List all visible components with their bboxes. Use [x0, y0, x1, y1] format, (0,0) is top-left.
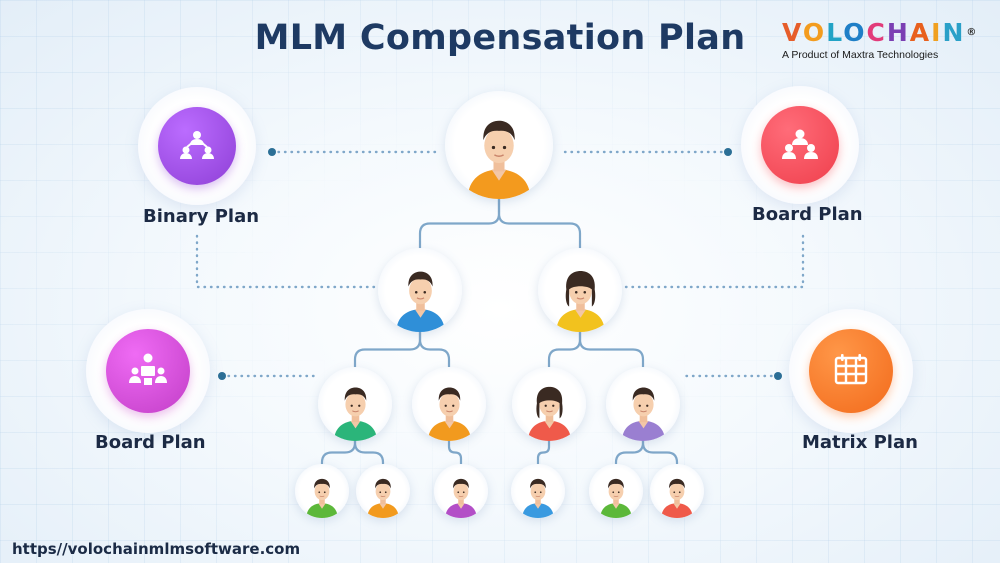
link-dot-board-bottom	[218, 372, 226, 380]
person-figure	[621, 387, 665, 441]
binary-network-icon-glyph	[180, 131, 214, 159]
tree-level4-avatar[interactable]	[589, 464, 643, 518]
brand-tagline: A Product of Maxtra Technologies	[782, 49, 939, 61]
matrix-grid-icon-glyph	[834, 354, 868, 385]
branch-l3-l4	[536, 439, 551, 466]
tree-level2-avatar[interactable]	[378, 248, 462, 332]
person-figure	[445, 478, 477, 518]
branch-l2-l3	[578, 330, 645, 369]
tree-level3-avatar[interactable]	[318, 367, 392, 441]
person-figure	[661, 478, 693, 518]
board-plan-label-bottom: Board Plan	[95, 432, 206, 453]
person-figure	[522, 478, 554, 518]
brand-logo: VOLOCHAIN® A Product of Maxtra Technolog…	[782, 18, 982, 61]
tree-level4-avatar[interactable]	[511, 464, 565, 518]
group-people-icon-glyph	[782, 129, 818, 159]
person-figure	[306, 478, 338, 518]
footer-url[interactable]: https//volochainmlmsoftware.com	[12, 540, 301, 558]
link-dot-board-top	[724, 148, 732, 156]
brand-name: VOLOCHAIN®	[782, 18, 977, 47]
matrix-grid-icon[interactable]	[809, 329, 893, 413]
branch-l3-l4	[447, 439, 463, 466]
person-figure	[427, 387, 471, 441]
branch-l3-l4	[353, 439, 385, 466]
branch-root-left	[418, 197, 501, 250]
board-meeting-icon[interactable]	[106, 329, 190, 413]
person-figure	[555, 270, 605, 332]
link-dot-matrix	[774, 372, 782, 380]
dotted-link-binary-tree	[195, 234, 378, 289]
branch-l3-l4	[320, 439, 357, 466]
matrix-plan-label: Matrix Plan	[802, 432, 918, 453]
branch-root-right	[497, 197, 582, 250]
dotted-link-board-tree	[622, 234, 805, 289]
tree-level4-avatar[interactable]	[295, 464, 349, 518]
branch-l2-l3	[547, 330, 582, 369]
page-title: MLM Compensation Plan	[254, 18, 746, 58]
person-figure	[367, 478, 399, 518]
person-figure	[395, 271, 445, 332]
board-meeting-icon-glyph	[129, 353, 167, 385]
person-figure	[600, 478, 632, 518]
tree-level3-avatar[interactable]	[606, 367, 680, 441]
tree-level4-avatar[interactable]	[434, 464, 488, 518]
tree-level4-avatar[interactable]	[650, 464, 704, 518]
tree-level3-avatar[interactable]	[512, 367, 586, 441]
group-people-icon[interactable]	[761, 106, 839, 184]
tree-level4-avatar[interactable]	[356, 464, 410, 518]
person-figure	[333, 387, 377, 441]
tree-level3-avatar[interactable]	[412, 367, 486, 441]
branch-l3-l4	[614, 439, 645, 466]
binary-plan-label: Binary Plan	[143, 206, 260, 227]
branch-l2-l3	[353, 330, 422, 369]
branch-l2-l3	[418, 330, 451, 369]
board-plan-label-top: Board Plan	[752, 204, 863, 225]
tree-level2-avatar[interactable]	[538, 248, 622, 332]
tree-root-avatar[interactable]	[445, 91, 553, 199]
person-figure	[527, 386, 571, 441]
branch-l3-l4	[641, 439, 679, 466]
link-dot-binary	[268, 148, 276, 156]
registered-mark: ®	[966, 27, 977, 38]
binary-network-icon[interactable]	[158, 107, 236, 185]
person-figure	[467, 120, 531, 199]
